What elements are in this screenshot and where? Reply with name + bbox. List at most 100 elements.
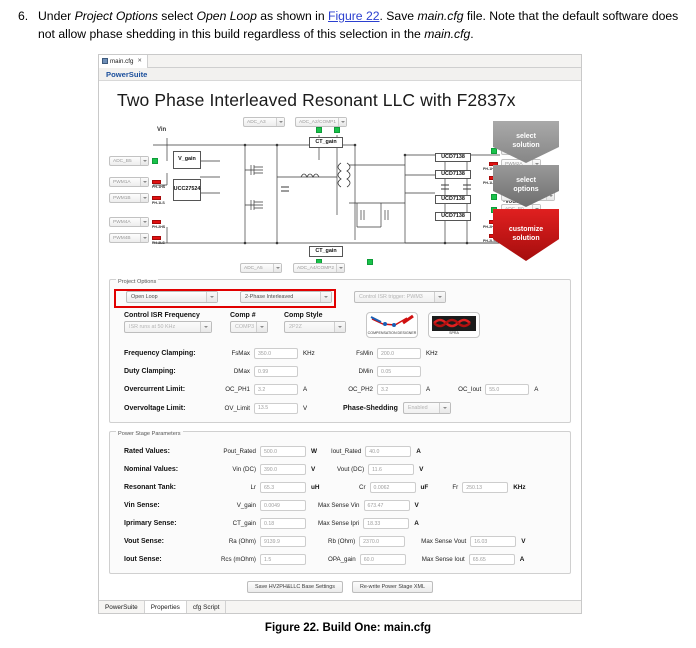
v-gain-label: V_gain xyxy=(236,502,256,509)
bottom-tab-cfg-script[interactable]: cfg Script xyxy=(187,601,227,613)
lr-input[interactable]: 65.3 xyxy=(260,482,306,493)
comp-number-dropdown[interactable]: COMP3 xyxy=(230,321,268,333)
chevron-select-solution-line1: select xyxy=(516,133,536,141)
fsmax-label: FsMax xyxy=(231,350,250,357)
phase-mode-dropdown[interactable]: 2-Phase Interleaved xyxy=(240,291,332,303)
footer-buttons: Save HV2PH&LLC Base Settings Re-write Po… xyxy=(99,581,581,593)
powersuite-header: PowerSuite xyxy=(99,68,581,81)
schematic-diagram: Vin +Vout -Vout V_gain UCC27524 CT_gain … xyxy=(105,115,575,275)
dmax-input[interactable]: 0.99 xyxy=(254,366,298,377)
max-sense-vin-input[interactable]: 673.47 xyxy=(363,500,410,511)
figure-22-link[interactable]: Figure 22 xyxy=(328,9,380,23)
ct-gain-input[interactable]: 0.18 xyxy=(260,518,306,529)
fsmax-input[interactable]: 350.0 xyxy=(254,348,298,359)
ov-limit-input[interactable]: 13.5 xyxy=(254,402,298,414)
selector-adc-a4-comp2[interactable]: ADC_A4/COMP2 xyxy=(293,263,345,273)
chevron-down-icon[interactable] xyxy=(273,264,281,272)
power-stage-title: Power Stage Parameters xyxy=(116,431,183,437)
save-base-settings-button[interactable]: Save HV2PH&LLC Base Settings xyxy=(246,581,343,593)
fsmax-unit: KHz xyxy=(303,350,315,357)
chevron-down-icon[interactable] xyxy=(438,403,450,413)
bottom-tab-properties[interactable]: Properties xyxy=(144,601,187,613)
chevron-customize-solution[interactable]: customize solution xyxy=(493,209,559,261)
dmin-input[interactable]: 0.05 xyxy=(377,366,421,377)
phase-shedding-dropdown[interactable]: Enabled xyxy=(402,402,451,414)
rcs-input[interactable]: 1.5 xyxy=(260,554,306,565)
oc-iout-input[interactable]: 55.0 xyxy=(485,384,530,395)
vout-dc-label: Vout (DC) xyxy=(337,466,365,473)
chevron-select-solution[interactable]: select solution xyxy=(493,121,559,163)
chevron-down-icon[interactable] xyxy=(434,292,445,302)
selector-pwm4a[interactable]: PWM4A xyxy=(109,217,149,227)
chevron-down-icon[interactable] xyxy=(140,157,148,165)
block-ct-gain-1: CT_gain xyxy=(309,137,343,148)
overvoltage-limit-label: Overvoltage Limit: xyxy=(124,404,186,412)
power-stage-group: Power Stage Parameters Rated Values: Pou… xyxy=(109,431,571,574)
chevron-down-icon[interactable] xyxy=(206,292,217,302)
lr-label: Lr xyxy=(250,484,256,491)
tab-main-cfg-label: main.cfg xyxy=(110,57,134,65)
vin-dc-label: Vin (DC) xyxy=(232,466,256,473)
selector-pwm1b[interactable]: PWM1B xyxy=(109,193,149,203)
ra-input[interactable]: 9139.9 xyxy=(260,536,306,547)
bottom-tab-powersuite[interactable]: PowerSuite xyxy=(99,601,145,613)
chevron-down-icon[interactable] xyxy=(256,322,267,332)
isr-frequency-dropdown[interactable]: ISR runs at 50 KHz xyxy=(124,321,212,333)
chevron-down-icon[interactable] xyxy=(532,160,540,168)
pin-tag-ph1ls: PH-1LS xyxy=(152,201,165,205)
comp-number-label: Comp # xyxy=(230,312,256,319)
pout-rated-input[interactable]: 500.0 xyxy=(260,446,306,457)
comp-style-dropdown[interactable]: 2P2Z xyxy=(284,321,346,333)
chevron-down-icon[interactable] xyxy=(336,264,344,272)
cr-input[interactable]: 0.0062 xyxy=(369,482,416,493)
spra-button[interactable]: SPRA xyxy=(428,312,480,338)
max-sense-ipri-input[interactable]: 18.33 xyxy=(363,518,410,529)
v-gain-input[interactable]: 0.0049 xyxy=(260,500,306,511)
selector-adc-b5-label: ADC_B5 xyxy=(113,158,132,164)
chevron-down-icon[interactable] xyxy=(140,194,148,202)
chevron-down-icon[interactable] xyxy=(276,118,284,126)
selector-adc-a5[interactable]: ADC_A5 xyxy=(240,263,282,273)
selector-pwm4b[interactable]: PWM4B xyxy=(109,233,149,243)
vout-dc-input[interactable]: 11.6 xyxy=(368,464,415,475)
tab-main-cfg[interactable]: main.cfg ✕ xyxy=(99,54,148,68)
compensation-designer-button[interactable]: COMPENSATION DESIGNER xyxy=(366,312,418,338)
selector-adc-a2-comp1-label: ADC_A2/COMP1 xyxy=(299,119,337,125)
opa-gain-input[interactable]: 60.0 xyxy=(359,554,406,565)
selector-adc-a3[interactable]: ADC_A3 xyxy=(243,117,285,127)
step-seg-3: as shown in xyxy=(256,9,329,23)
chevron-down-icon[interactable] xyxy=(140,234,148,242)
max-sense-iout-input[interactable]: 65.65 xyxy=(468,554,515,565)
step-em-open-loop: Open Loop xyxy=(196,9,257,23)
oc-ph1-input[interactable]: 3.2 xyxy=(254,384,298,395)
rewrite-power-stage-xml-button[interactable]: Re-write Power Stage XML xyxy=(352,581,434,593)
isr-trigger-dropdown[interactable]: Control ISR trigger: PWM3 xyxy=(354,291,446,303)
fr-input[interactable]: 250.13 xyxy=(462,482,509,493)
step-text: Under Project Options select Open Loop a… xyxy=(38,8,684,43)
selector-pwm1a-label: PWM1A xyxy=(113,179,131,185)
chevron-select-options[interactable]: select options xyxy=(493,165,559,207)
chevron-down-icon[interactable] xyxy=(320,292,331,302)
chevron-down-icon[interactable] xyxy=(140,178,148,186)
vout-sense-label: Vout Sense: xyxy=(124,538,164,545)
vin-dc-input[interactable]: 390.0 xyxy=(260,464,306,475)
selector-adc-b5[interactable]: ADC_B5 xyxy=(109,156,149,166)
max-sense-vout-input[interactable]: 16.03 xyxy=(470,536,517,547)
chevron-down-icon[interactable] xyxy=(140,218,148,226)
ct-led-green-1 xyxy=(316,127,322,133)
chevron-down-icon[interactable] xyxy=(334,322,345,332)
fsmin-input[interactable]: 200.0 xyxy=(377,348,421,359)
loop-mode-dropdown[interactable]: Open Loop xyxy=(126,291,218,303)
rb-input[interactable]: 2370.0 xyxy=(359,536,406,547)
max-sense-vin-label: Max Sense Vin xyxy=(318,502,360,509)
chevron-down-icon[interactable] xyxy=(338,118,346,126)
chevron-down-icon[interactable] xyxy=(200,322,211,332)
max-sense-vout-unit: V xyxy=(521,538,526,545)
iout-rated-input[interactable]: 40.0 xyxy=(365,446,412,457)
vin-sense-label: Vin Sense: xyxy=(124,502,160,509)
oc-ph1-unit: A xyxy=(303,386,308,393)
close-icon[interactable]: ✕ xyxy=(137,58,142,64)
selector-adc-a2-comp1[interactable]: ADC_A2/COMP1 xyxy=(295,117,347,127)
oc-ph2-input[interactable]: 3.2 xyxy=(377,384,421,395)
selector-pwm1a[interactable]: PWM1A xyxy=(109,177,149,187)
